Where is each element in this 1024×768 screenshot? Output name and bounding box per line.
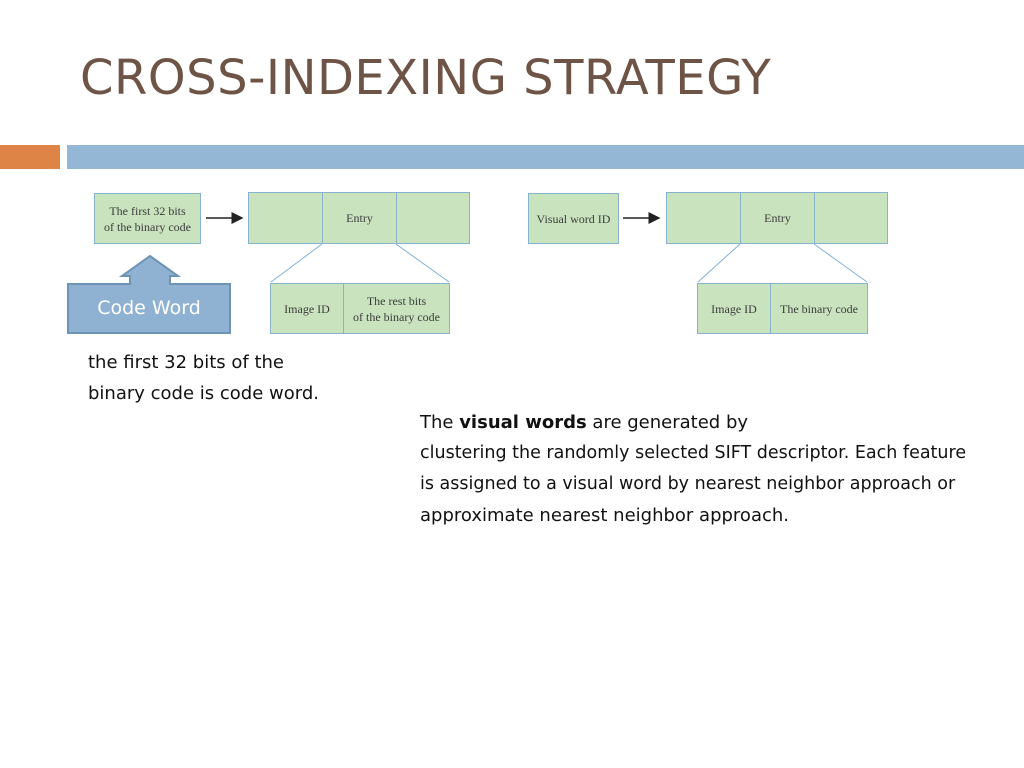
- left-caption-line-1: the first 32 bits of the: [88, 352, 284, 373]
- right-entry-cell-2: Entry: [740, 192, 815, 244]
- right-caption-line-3: is assigned to a visual word by nearest …: [420, 474, 956, 494]
- accent-bar-orange: [0, 145, 60, 169]
- left-source-box: The first 32 bits of the binary code: [94, 193, 201, 244]
- right-record-cell-binary-code: The binary code: [770, 283, 868, 334]
- right-source-box: Visual word ID: [528, 193, 619, 244]
- right-caption-line-4: approximate nearest neighbor approach.: [420, 505, 789, 526]
- left-expand-line-2: [395, 243, 450, 283]
- visual-words-emphasis: visual words: [459, 412, 587, 433]
- right-caption-suffix: are generated by: [586, 412, 749, 433]
- left-record-cell-rest-bits: The rest bits of the binary code: [343, 283, 450, 334]
- left-entry-cell-3: [396, 192, 470, 244]
- left-entry-cell-2: Entry: [322, 192, 397, 244]
- left-expand-line-1: [270, 243, 323, 283]
- right-caption-line-2: clustering the randomly selected SIFT de…: [420, 443, 967, 463]
- slide-title: CROSS-INDEXING STRATEGY: [80, 50, 772, 106]
- left-entry-cell-1: [248, 192, 323, 244]
- accent-bar-blue: [67, 145, 1024, 169]
- right-record-cell-image-id: Image ID: [697, 283, 771, 334]
- code-word-callout-shape: [67, 254, 231, 334]
- right-expand-line-1: [697, 243, 741, 283]
- right-expand-line-2: [813, 243, 868, 283]
- right-caption-prefix: The: [420, 412, 460, 433]
- code-word-callout-label: Code Word: [97, 297, 201, 319]
- right-caption-line-1: The visual words are generated by: [420, 407, 748, 438]
- right-entry-cell-1: [666, 192, 741, 244]
- left-record-cell-image-id: Image ID: [270, 283, 344, 334]
- right-entry-cell-3: [814, 192, 888, 244]
- left-caption-line-2: binary code is code word.: [88, 383, 319, 404]
